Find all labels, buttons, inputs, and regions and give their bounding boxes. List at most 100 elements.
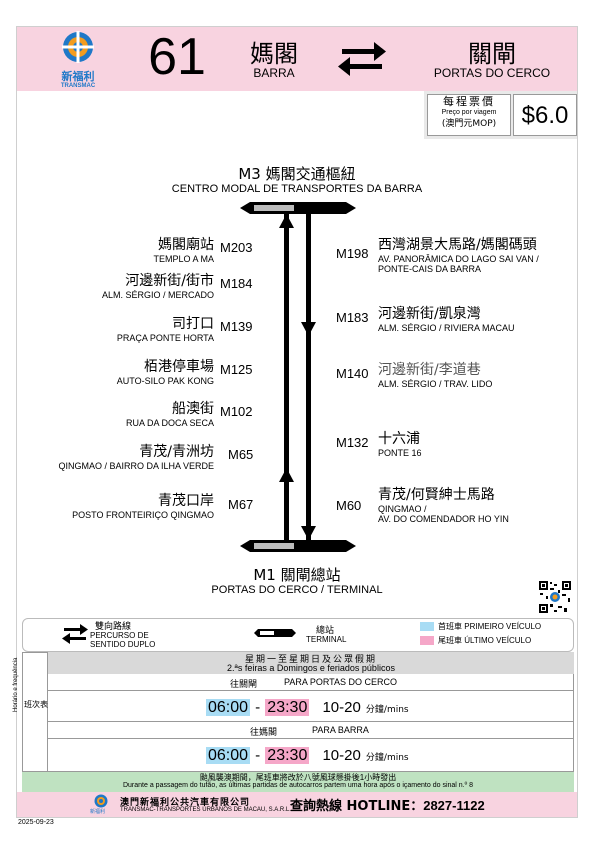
days-cn: 星期一至星期日及公眾假期 bbox=[244, 654, 377, 664]
legend-first: 首班車 PRIMEIRO VEÍCULO bbox=[438, 621, 541, 632]
footer-bar bbox=[17, 792, 577, 817]
schedule-side-column bbox=[22, 652, 48, 772]
stop-code: M198 bbox=[336, 246, 369, 261]
stop-name-pt-line2: AV. DO COMENDADOR HO YIN bbox=[378, 514, 509, 524]
stop-m184: 河邊新街/街市 ALM. SÉRGIO / MERCADO bbox=[40, 270, 214, 300]
stop-code: M65 bbox=[228, 447, 254, 462]
stop-code: M203 bbox=[220, 240, 253, 255]
stop-name-pt-line2: PONTE-CAIS DA BARRA bbox=[378, 264, 482, 274]
top-terminal-bar bbox=[240, 202, 356, 214]
legend-double-pt2: SENTIDO DUPLO bbox=[90, 640, 156, 649]
hotline: 查詢熱線 HOTLINE：2827-1122 bbox=[290, 795, 485, 814]
typhoon-notice-cn: 颱風襲澳期間，尾班車將改於八號風球懸掛後1小時發出 bbox=[199, 773, 397, 782]
top-terminal-cn: M3 媽閣交通樞紐 bbox=[238, 165, 356, 183]
dir1-frequency-unit: 分鐘/mins bbox=[365, 705, 409, 715]
schedule-divider bbox=[48, 721, 574, 722]
legend-last-pt: ÚLTIMO VEÍCULO bbox=[464, 636, 532, 645]
stop-name-pt: POSTO FRONTEIRIÇO QINGMAO bbox=[72, 510, 214, 520]
dir1-times: 06:00 - 23:30 10-20 分鐘/mins bbox=[206, 697, 409, 717]
fare-label-cn: 每程票價 bbox=[443, 95, 495, 108]
route-line-to-portas bbox=[306, 214, 311, 540]
dir2-last-time: 23:30 bbox=[265, 747, 310, 764]
page-frame bbox=[16, 26, 578, 818]
dir2-times: 06:00 - 23:30 10-20 分鐘/mins bbox=[206, 745, 409, 765]
stop-code: M67 bbox=[228, 497, 254, 512]
fare-label-unit: (澳門元MOP) bbox=[441, 119, 497, 129]
transmac-logo-icon bbox=[62, 31, 94, 63]
fare-label-pt: Preço por viagem bbox=[441, 109, 497, 116]
double-direction-icon bbox=[62, 624, 88, 644]
dir1-frequency: 10-20 bbox=[322, 699, 361, 716]
stop-name-cn: 栢港停車場 bbox=[144, 359, 214, 375]
dir2-header bbox=[48, 722, 574, 739]
dir1-cn: 往關閘 bbox=[230, 679, 258, 689]
legend-last-cn: 尾班車 bbox=[438, 636, 462, 645]
stop-code: M125 bbox=[220, 362, 253, 377]
dir1-first-time: 06:00 bbox=[206, 699, 251, 716]
stop-m198: 西灣湖景大馬路/媽閣碼頭 AV. PANORÂMICA DO LAGO SAI … bbox=[378, 234, 539, 274]
route-line-to-barra bbox=[284, 214, 289, 540]
top-terminal-pt: CENTRO MODAL DE TRANSPORTES DA BARRA bbox=[171, 183, 423, 195]
route-diagram bbox=[240, 202, 356, 552]
schedule-side-pt: Horário e frequência bbox=[13, 657, 19, 712]
stop-code: M139 bbox=[220, 319, 253, 334]
origin-name-pt: BARRA bbox=[253, 66, 295, 80]
legend-last: 尾班車 ÚLTIMO VEÍCULO bbox=[438, 635, 531, 646]
stop-m139: 司打口 PRAÇA PONTE HORTA bbox=[40, 313, 214, 343]
print-date: 2025-09-23 bbox=[18, 819, 54, 826]
stop-m183: 河邊新街/凱泉灣 ALM. SÉRGIO / RIVIERA MACAU bbox=[378, 303, 515, 333]
fare-label-box: 每程票價 Preço por viagem (澳門元MOP) bbox=[427, 94, 511, 136]
typhoon-notice-pt: Durante a passagem do tufão, as últimas … bbox=[122, 782, 474, 789]
dir2-frequency-unit: 分鐘/mins bbox=[365, 753, 409, 763]
stop-name-cn: 青茂/何賢紳士馬路 bbox=[378, 487, 495, 503]
stop-name-pt: RUA DA DOCA SECA bbox=[125, 418, 214, 428]
dir2-first-time: 06:00 bbox=[206, 747, 251, 764]
route-header bbox=[17, 27, 577, 91]
stop-name-cn: 青茂/青洲坊 bbox=[139, 444, 214, 460]
fare-amount: $6.0 bbox=[513, 94, 577, 136]
stop-m140: 河邊新街/李道巷 ALM. SÉRGIO / TRAV. LIDO bbox=[378, 359, 492, 389]
destination-name-pt: PORTAS DO CERCO bbox=[433, 66, 551, 80]
stop-code: M132 bbox=[336, 435, 369, 450]
stop-m65: 青茂/青洲坊 QINGMAO / BAIRRO DA ILHA VERDE bbox=[20, 441, 214, 471]
schedule-side-cn: 班次表 bbox=[24, 700, 48, 709]
days-band bbox=[48, 652, 574, 674]
stop-name-cn: 船澳街 bbox=[172, 401, 214, 417]
dir2-pt: PARA BARRA bbox=[312, 725, 369, 735]
stop-m60: 青茂/何賢紳士馬路 QINGMAO / AV. DO COMENDADOR HO… bbox=[378, 484, 509, 524]
legend-double-cn: 雙向路線 bbox=[95, 621, 132, 631]
stop-m102: 船澳街 RUA DA DOCA SECA bbox=[40, 398, 214, 428]
first-bus-swatch bbox=[420, 622, 434, 631]
logo-english-name: TRANSMAC bbox=[60, 83, 96, 89]
stop-name-cn: 青茂口岸 bbox=[158, 493, 214, 509]
stop-code: M60 bbox=[336, 498, 362, 513]
legend-double-pt1: PERCURSO DE bbox=[90, 631, 149, 640]
footer-company-cn: 澳門新福利公共汽車有限公司 bbox=[120, 798, 251, 808]
stop-name-cn: 司打口 bbox=[172, 316, 214, 332]
stop-name-pt: ALM. SÉRGIO / MERCADO bbox=[101, 290, 214, 300]
footer-logo-cn: 新福利 bbox=[90, 809, 106, 815]
route-number: 61 bbox=[148, 28, 206, 86]
logo-chinese-name: 新福利 bbox=[61, 70, 95, 83]
stop-code: M184 bbox=[220, 276, 253, 291]
two-way-arrows-icon bbox=[338, 42, 386, 76]
transmac-logo: 新福利 TRANSMAC bbox=[52, 30, 104, 90]
stop-name-pt: QINGMAO / BAIRRO DA ILHA VERDE bbox=[58, 461, 214, 471]
hotline-label: 查詢熱線 HOTLINE： bbox=[290, 799, 424, 814]
dir2-cn: 往媽閣 bbox=[250, 727, 278, 737]
stop-name-cn: 媽閣廟站 bbox=[158, 237, 214, 253]
stop-m67: 青茂口岸 POSTO FRONTEIRIÇO QINGMAO bbox=[20, 490, 214, 520]
stop-name-pt: PRAÇA PONTE HORTA bbox=[116, 333, 214, 343]
stop-name-cn: 十六浦 bbox=[378, 431, 420, 447]
last-bus-swatch bbox=[420, 636, 434, 645]
footer-company-pt: TRANSMAC-TRANSPORTES URBANOS DE MACAU, S… bbox=[120, 807, 291, 813]
dir2-frequency: 10-20 bbox=[322, 747, 361, 764]
dir1-last-time: 23:30 bbox=[265, 699, 310, 716]
qr-code-icon[interactable] bbox=[538, 580, 572, 614]
legend-first-pt: PRIMEIRO VEÍCULO bbox=[464, 622, 542, 631]
stop-name-pt: TEMPLO A MA bbox=[153, 254, 214, 264]
stop-name-cn: 河邊新街/凱泉灣 bbox=[378, 306, 481, 322]
stop-name-pt: ALM. SÉRGIO / TRAV. LIDO bbox=[378, 379, 493, 389]
stop-code: M140 bbox=[336, 366, 369, 381]
hotline-number[interactable]: 2827-1122 bbox=[423, 798, 485, 813]
